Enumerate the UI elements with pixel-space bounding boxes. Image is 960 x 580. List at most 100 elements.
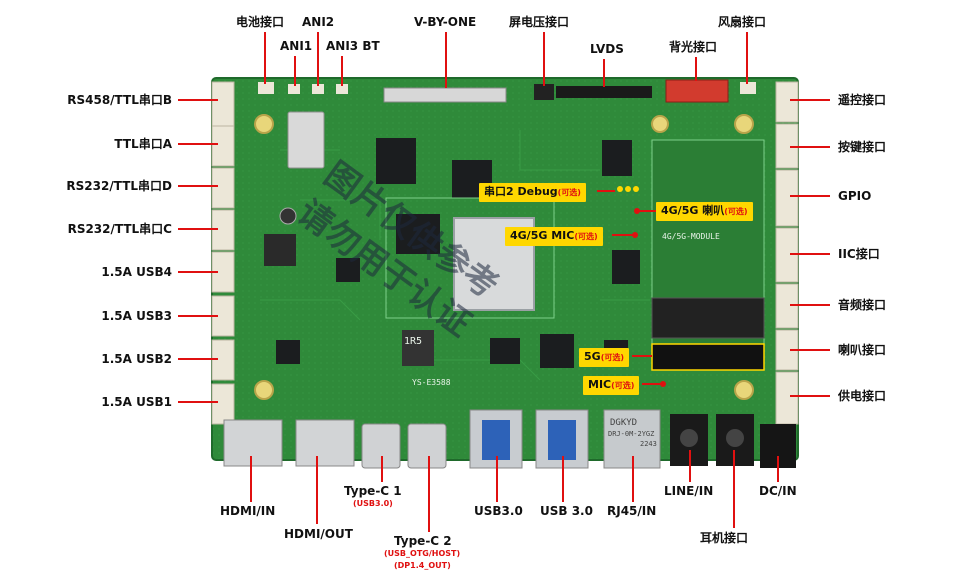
leader-left-1 xyxy=(178,99,218,101)
label-ttl-a: TTL串口A xyxy=(114,137,172,151)
leader-right-3 xyxy=(790,195,830,197)
leader-bottom-usb30a xyxy=(496,456,498,502)
leader-top-fan xyxy=(746,32,748,84)
leader-top-battery xyxy=(264,32,266,84)
inductor-silk: 1R5 xyxy=(404,336,423,347)
label-backlight: 背光接口 xyxy=(669,40,718,54)
tag-5g: 5G(可选) xyxy=(579,348,629,367)
left-connector-strip xyxy=(211,81,235,425)
label-remote: 遥控接口 xyxy=(838,93,887,107)
bottom-connectors xyxy=(223,409,796,469)
label-line-in: LINE/IN xyxy=(664,484,714,498)
tag-debug: 串口2 Debug(可选) xyxy=(479,183,586,202)
label-typec2-sub1: (USB_OTG/HOST) xyxy=(384,549,461,558)
tag-speaker-45: 4G/5G 喇叭(可选) xyxy=(656,202,753,221)
tag-mic45-text: 4G/5G MIC xyxy=(510,229,575,242)
tag-speaker-optional: (可选) xyxy=(724,207,748,216)
leader-top-lvds xyxy=(603,59,605,87)
leader-top-ani2 xyxy=(317,32,319,86)
leader-left-8 xyxy=(178,401,218,403)
label-usb30-b: USB 3.0 xyxy=(540,504,593,518)
leader-left-4 xyxy=(178,228,218,230)
label-usb30-a: USB3.0 xyxy=(474,504,523,518)
leader-top-screen xyxy=(543,32,545,86)
label-usb2: 1.5A USB2 xyxy=(101,352,172,366)
label-typec1: Type-C 1 xyxy=(344,484,402,498)
leader-bottom-hdmi-in xyxy=(250,456,252,502)
tag-mic-text: MIC xyxy=(588,378,612,391)
marker-mic xyxy=(660,381,666,387)
tag-mic-45: 4G/5G MIC(可选) xyxy=(505,227,603,246)
leader-speaker-45 xyxy=(638,210,656,212)
label-hdmi-out: HDMI/OUT xyxy=(284,527,353,541)
label-gpio: GPIO xyxy=(838,189,872,203)
leader-top-backlight xyxy=(695,57,697,81)
tag-5g-text: 5G xyxy=(584,350,601,363)
leader-bottom-hdmi-out xyxy=(316,456,318,524)
label-power: 供电接口 xyxy=(838,389,887,403)
rj45-code: 2243 xyxy=(640,440,657,448)
leader-bottom-typec2 xyxy=(428,456,430,532)
leader-right-2 xyxy=(790,146,830,148)
tag-mic45-optional: (可选) xyxy=(574,232,598,241)
label-ani2: ANI2 xyxy=(302,15,335,29)
leader-top-ani1 xyxy=(294,56,296,86)
leader-left-2 xyxy=(178,143,218,145)
label-audio: 音频接口 xyxy=(838,298,887,312)
leader-bottom-line-in xyxy=(689,450,691,482)
label-typec2: Type-C 2 xyxy=(394,534,452,548)
leader-bottom-earphone xyxy=(733,450,735,528)
marker-speaker-45 xyxy=(634,208,640,214)
label-ani1: ANI1 xyxy=(280,39,313,53)
label-usb3: 1.5A USB3 xyxy=(101,309,172,323)
label-screen-voltage: 屏电压接口 xyxy=(509,15,570,29)
leader-right-7 xyxy=(790,395,830,397)
leader-left-5 xyxy=(178,271,218,273)
leader-right-6 xyxy=(790,349,830,351)
leader-mic-45 xyxy=(612,234,634,236)
tag-5g-optional: (可选) xyxy=(600,353,624,362)
label-fan: 风扇接口 xyxy=(718,15,767,29)
label-typec2-sub2: (DP1.4_OUT) xyxy=(394,561,451,570)
label-dc-in: DC/IN xyxy=(759,484,797,498)
label-usb4: 1.5A USB4 xyxy=(101,265,172,279)
tag-debug-text: 串口2 Debug xyxy=(484,185,558,198)
board-model: YS-E3588 xyxy=(412,378,451,387)
leader-bottom-usb30b xyxy=(562,456,564,502)
leader-debug xyxy=(597,190,615,192)
label-speaker: 喇叭接口 xyxy=(838,343,887,357)
label-lvds: LVDS xyxy=(590,42,624,56)
tag-mic: MIC(可选) xyxy=(583,376,640,395)
leader-top-vbyone xyxy=(445,32,447,88)
label-rs232-ttl-d: RS232/TTL串口D xyxy=(66,179,172,193)
label-ani3: ANI3 BT xyxy=(326,39,380,53)
label-vbyone: V-BY-ONE xyxy=(414,15,477,29)
tag-mic-optional: (可选) xyxy=(611,381,635,390)
rj45-part: DRJ-0M-2YGZ xyxy=(608,430,655,438)
right-connector-strip xyxy=(775,81,799,425)
label-typec1-sub: (USB3.0) xyxy=(353,499,393,508)
leader-bottom-rj45 xyxy=(632,456,634,502)
label-usb1: 1.5A USB1 xyxy=(101,395,172,409)
leader-mic xyxy=(642,383,662,385)
leader-left-6 xyxy=(178,315,218,317)
module-silk: 4G/5G-MODULE xyxy=(662,232,720,241)
tag-speaker-text: 4G/5G 喇叭 xyxy=(661,204,725,217)
marker-mic-45 xyxy=(632,232,638,238)
leader-left-3 xyxy=(178,185,218,187)
leader-5g xyxy=(632,355,652,357)
leader-right-5 xyxy=(790,304,830,306)
label-rj45: RJ45/IN xyxy=(607,504,657,518)
leader-bottom-dc-in xyxy=(777,456,779,482)
label-battery: 电池接口 xyxy=(236,15,285,29)
label-rs232-ttl-c: RS232/TTL串口C xyxy=(67,222,172,236)
leader-right-4 xyxy=(790,253,830,255)
label-earphone: 耳机接口 xyxy=(700,531,749,545)
leader-top-ani3 xyxy=(341,56,343,86)
leader-left-7 xyxy=(178,358,218,360)
rj45-brand: DGKYD xyxy=(610,418,638,428)
leader-bottom-typec1 xyxy=(381,456,383,482)
label-hdmi-in: HDMI/IN xyxy=(220,504,276,518)
